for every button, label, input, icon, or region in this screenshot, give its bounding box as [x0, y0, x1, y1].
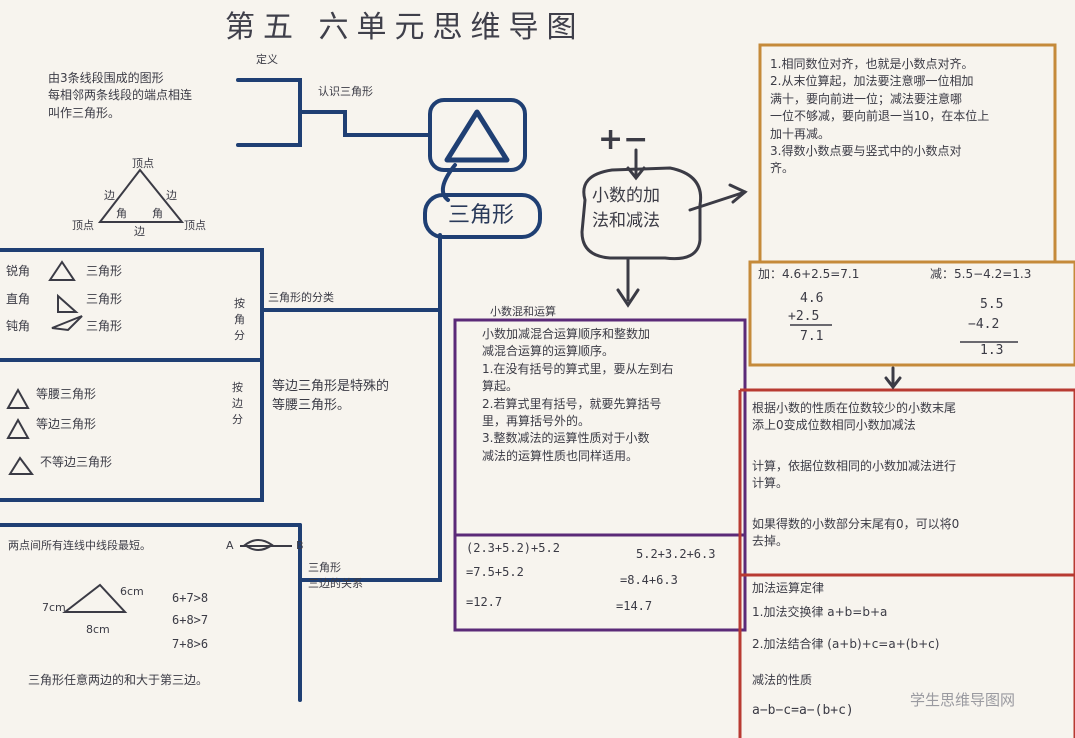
inequality-1: 6+7>8	[172, 591, 209, 605]
side-label-right: 边	[166, 189, 177, 202]
decimal-add-sub-rules: 1.相同数位对齐，也就是小数点对齐。 2.从末位算起，加法要注意哪一位相加 满十…	[770, 57, 990, 176]
decimal-central-label: 小数的加 法和减法	[592, 186, 660, 231]
equilateral-item: 等边三角形	[36, 417, 97, 431]
shortest-line-rule: 两点间所有连线中线段最短。	[8, 539, 151, 552]
vertex-label-top: 顶点	[132, 157, 154, 170]
right-name: 直角	[6, 292, 31, 306]
mixed-operations-rules: 小数加减混合运算顺序和整数加 减混合运算的运算顺序。 1.在没有括号的算式里，要…	[482, 327, 674, 463]
classification-label: 三角形的分类	[268, 291, 334, 304]
vertex-label-left: 顶点	[72, 219, 94, 232]
endpoint-a: A	[226, 539, 234, 552]
addition-vertical-result: 7.1	[800, 329, 824, 344]
scalene-item: 不等边三角形	[40, 455, 113, 469]
subtraction-property: a−b−c=a−(b+c)	[752, 703, 854, 718]
example1-line3: =12.7	[466, 595, 503, 609]
angle-label-left: 角	[116, 207, 127, 220]
addition-vertical-top: 4.6	[800, 291, 824, 306]
side-length-right: 6cm	[120, 585, 144, 598]
page-title: 第五 六单元思维导图	[225, 10, 585, 45]
acute-suffix: 三角形	[86, 264, 123, 278]
side-length-left: 7cm	[42, 601, 66, 614]
inequality-2: 6+8>7	[172, 613, 209, 627]
subtraction-vertical-subtrahend: −4.2	[968, 317, 1000, 332]
addition-vertical-addend: +2.5	[788, 309, 820, 324]
example2-line3: =14.7	[616, 599, 653, 613]
example1-line1: (2.3+5.2)+5.2	[466, 541, 560, 555]
inequality-3: 7+8>6	[172, 637, 209, 651]
addition-laws-label: 加法运算定律	[752, 581, 825, 595]
isosceles-item: 等腰三角形	[36, 387, 97, 401]
triangle-definition: 由3条线段围成的图形 每相邻两条线段的端点相连 叫作三角形。	[48, 71, 193, 120]
plus-minus-symbol: +−	[598, 122, 649, 157]
vertex-label-right: 顶点	[184, 219, 206, 232]
side-label-bottom: 边	[134, 225, 145, 238]
three-sides-relation-label: 三角形 三边的关系	[308, 561, 363, 590]
commutative-law: 1.加法交换律 a+b=b+a	[752, 605, 888, 619]
watermark: 学生思维导图网	[910, 691, 1016, 709]
by-angle-label: 按角分	[234, 297, 245, 342]
trailing-zero-note: 如果得数的小数部分末尾有0，可以将0 去掉。	[752, 517, 960, 549]
side-label-left: 边	[104, 189, 115, 202]
obtuse-name: 钝角	[6, 319, 31, 333]
triangle-central-label: 三角形	[448, 203, 515, 228]
triangle-sum-rule: 三角形任意两边的和大于第三边。	[28, 673, 209, 687]
addition-example-label: 加：4.6+2.5=7.1	[758, 267, 860, 281]
subtraction-vertical-result: 1.3	[980, 343, 1004, 358]
obtuse-suffix: 三角形	[86, 319, 123, 333]
different-digits-note: 根据小数的性质在位数较少的小数末尾 添上0变成位数相同小数加减法	[752, 401, 957, 433]
recognize-triangle-label: 认识三角形	[318, 85, 373, 98]
right-suffix: 三角形	[86, 292, 123, 306]
subtraction-example-label: 减：5.5−4.2=1.3	[930, 267, 1032, 281]
associative-law: 2.加法结合律 (a+b)+c=a+(b+c)	[752, 637, 940, 651]
endpoint-b: B	[296, 539, 304, 552]
side-length-bottom: 8cm	[86, 623, 110, 636]
mixed-operations-label: 小数混和运算	[490, 305, 556, 318]
acute-name: 锐角	[6, 264, 31, 278]
angle-label-right: 角	[152, 207, 163, 220]
example2-line2: =8.4+6.3	[620, 573, 678, 587]
calculation-note: 计算，依据位数相同的小数加减法进行 计算。	[752, 459, 957, 491]
equilateral-note: 等边三角形是特殊的 等腰三角形。	[272, 379, 390, 413]
definition-label: 定义	[256, 53, 278, 66]
example1-line2: =7.5+5.2	[466, 565, 524, 579]
subtraction-vertical-top: 5.5	[980, 297, 1004, 312]
subtraction-property-label: 减法的性质	[752, 673, 813, 687]
example2-line1: 5.2+3.2+6.3	[636, 547, 716, 561]
by-side-label: 按边分	[232, 381, 243, 426]
